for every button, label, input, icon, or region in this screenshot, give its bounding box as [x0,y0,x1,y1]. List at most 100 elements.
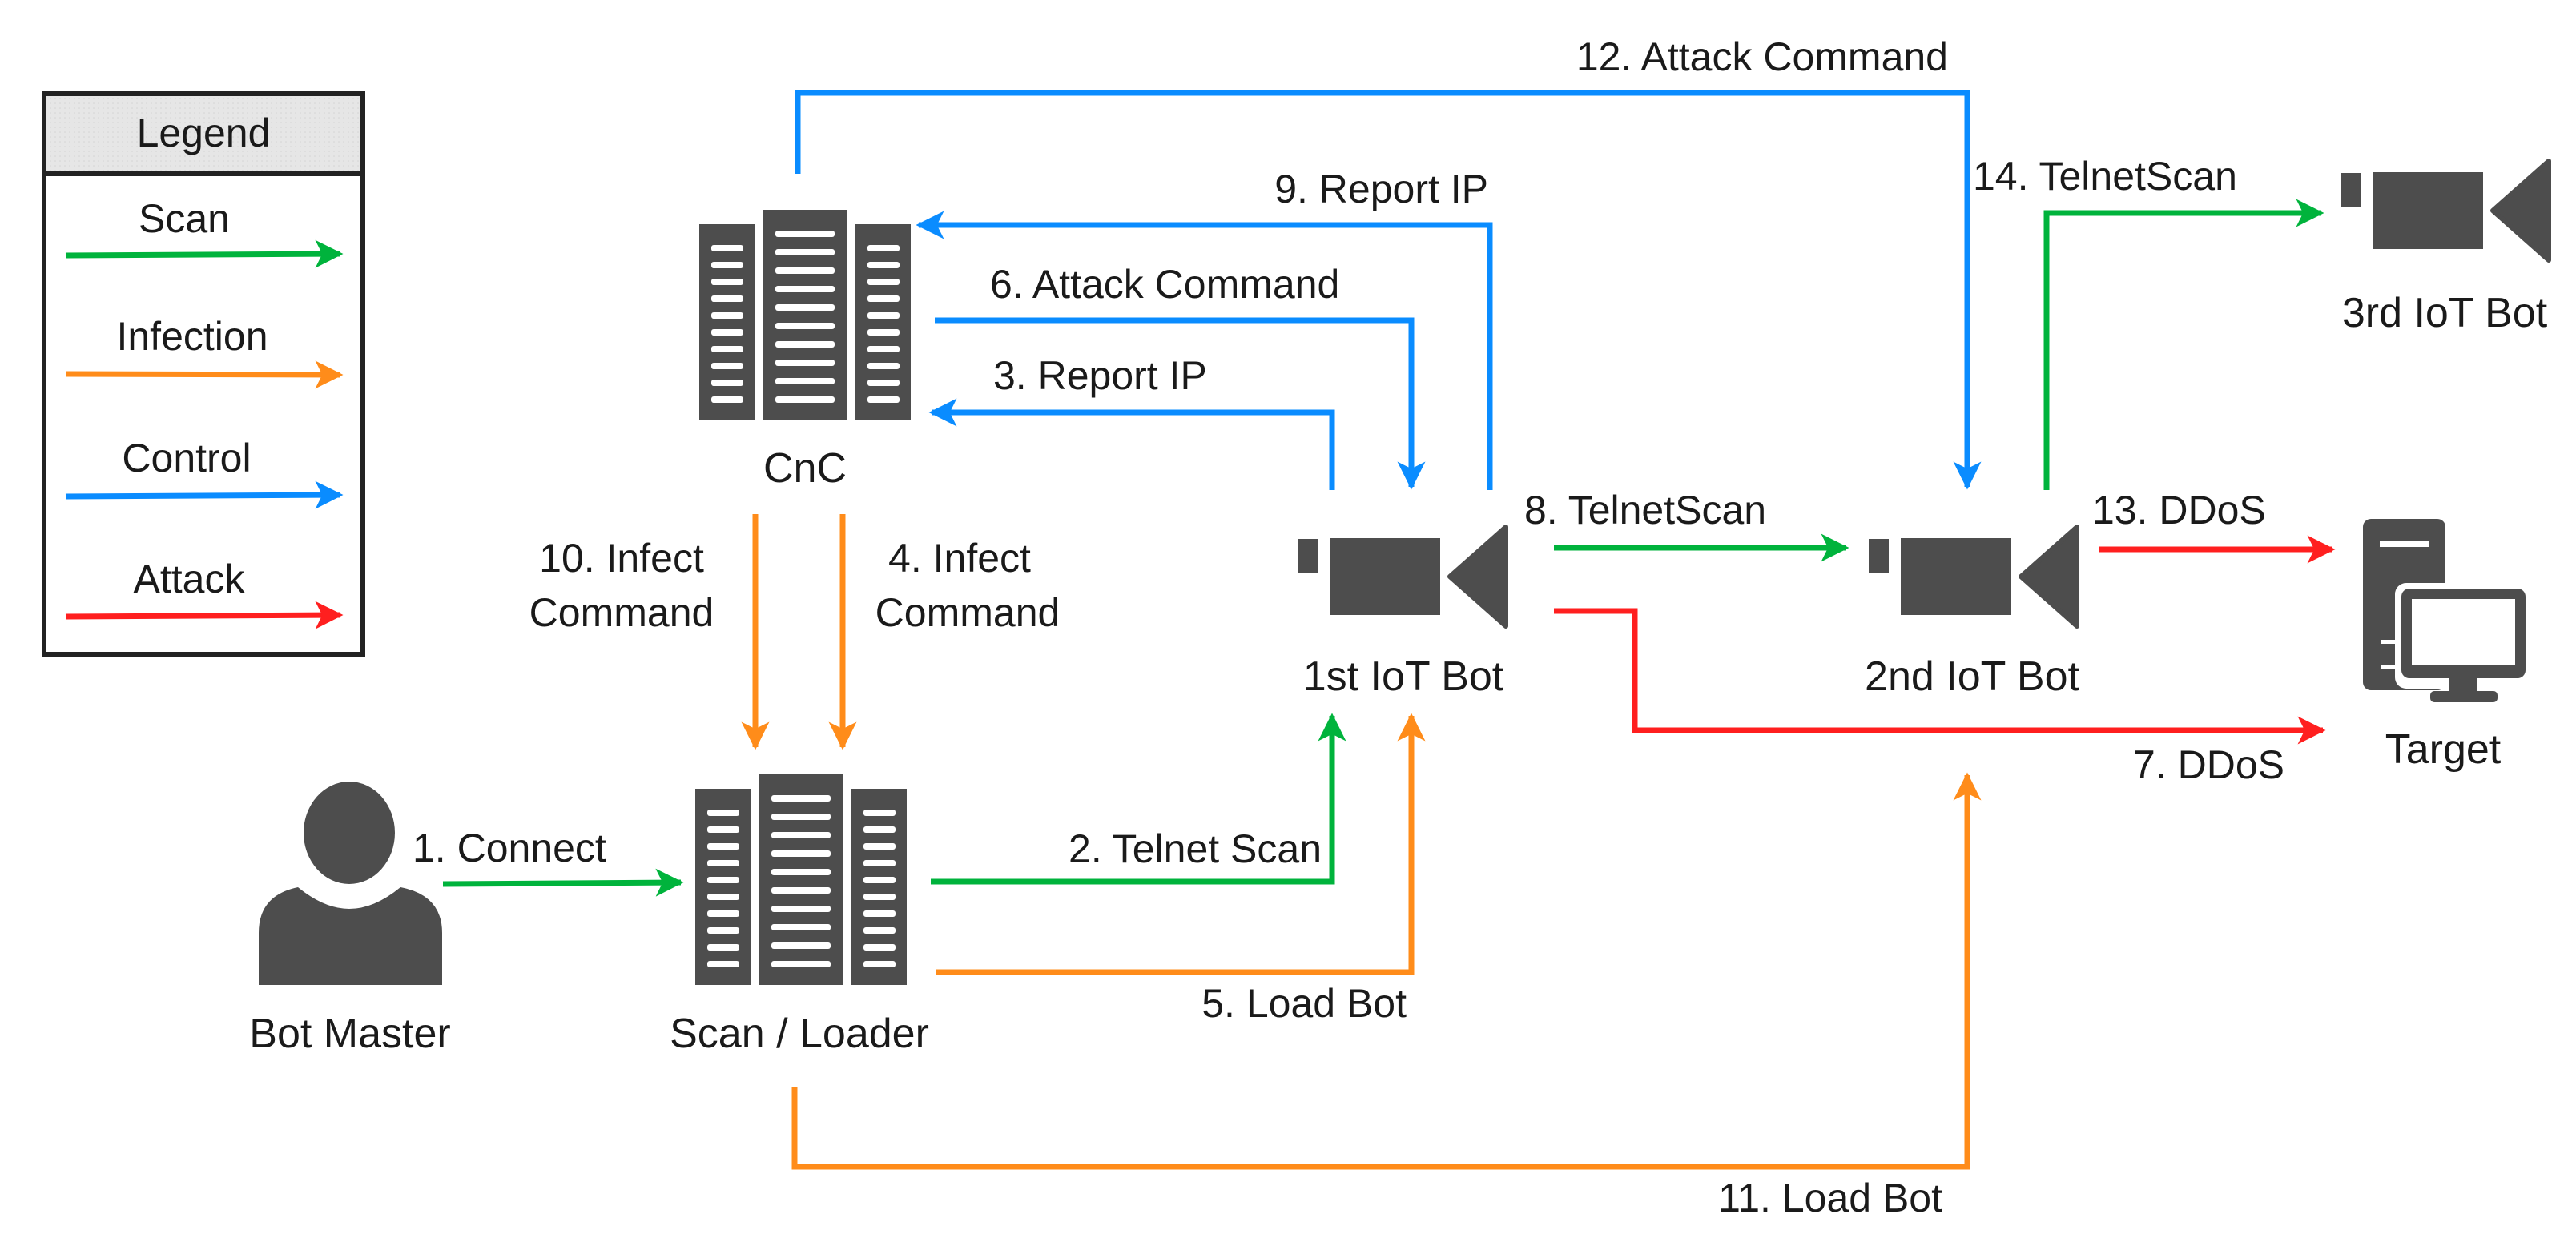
rack-slot [707,894,739,900]
node-scan-loader-label: Scan / Loader [670,1011,929,1057]
legend-label-attack: Attack [134,557,246,601]
rack-slot [711,363,743,369]
edge-5-label: 5. Load Bot [1201,981,1407,1026]
node-1st-iot-bot[interactable]: 1st IoT Bot [1298,525,1508,700]
rack-slot [771,924,831,930]
rack-slot [771,832,831,838]
edge-13-label: 13. DDoS [2092,488,2266,533]
camera-viewfinder [2341,173,2361,207]
rack-slot [863,910,896,917]
rack-slot [771,869,831,875]
node-1st-iot-bot-label: 1st IoT Bot [1303,653,1504,700]
rack-slot [707,810,739,816]
edge-7-line [1554,608,2326,745]
rack-slot [775,323,835,329]
rack-slot [707,910,739,917]
rack-slot [863,927,896,934]
rack-slot [775,341,835,348]
node-3rd-iot-bot-label: 3rd IoT Bot [2342,290,2548,336]
rack-slot [711,380,743,386]
rack-unit [855,224,911,420]
edge-8-telnetscan: 8. TelnetScan [1524,488,1849,562]
edge-3-report-ip: 3. Report IP [928,353,1335,490]
node-cnc[interactable]: CnC [699,210,911,492]
rack-slot [771,850,831,857]
node-scan-loader[interactable]: Scan / Loader [670,774,929,1057]
edge-7-label: 7. DDoS [2133,742,2284,787]
edge-11-label: 11. Load Bot [1718,1176,1942,1220]
edge-14-telnetscan: 14. TelnetScan [1973,154,2324,490]
node-bot-master[interactable]: Bot Master [249,782,451,1057]
rack-slot [775,231,835,237]
node-target[interactable]: Target [2363,519,2531,773]
rack-slot [863,944,896,951]
rack-slot [867,363,900,369]
edge-14-label: 14. TelnetScan [1973,154,2237,199]
node-cnc-label: CnC [763,445,847,492]
edge-5-line [936,713,1426,975]
camera-icon [1298,525,1508,629]
rack-slot [711,329,743,336]
edge-6-label: 6. Attack Command [990,262,1339,307]
rack-slot [863,860,896,866]
camera-body [1330,538,1440,615]
legend-arrow-control [65,480,344,509]
edge-12-label: 12. Attack Command [1576,34,1948,79]
edge-6-attack-command: 6. Attack Command [935,262,1426,490]
rack-unit [759,774,843,985]
edge-9-line [916,211,1493,490]
camera-icon [2341,159,2551,263]
rack-slot [711,346,743,352]
rack-slot [707,877,739,883]
rack-slot [771,795,831,802]
node-bot-master-label: Bot Master [249,1011,450,1057]
camera-viewfinder [1869,539,1889,573]
server-rack-icon [699,210,911,420]
rack-slot [867,279,900,285]
edge-5-load-bot: 5. Load Bot [936,713,1426,1026]
legend-item-scan: Scan [65,196,344,268]
edge-1-label: 1. Connect [413,826,606,870]
rack-slot [707,860,739,866]
rack-slot [771,942,831,949]
edge-9-report-ip: 9. Report IP [916,167,1493,490]
rack-slot [707,843,739,850]
rack-slot [771,887,831,894]
edge-2-line [931,713,1346,885]
legend-arrow-infection [65,360,344,389]
rack-slot [775,304,835,311]
rack-slot [775,286,835,292]
legend-label-infection: Infection [116,314,268,359]
camera-lens [2019,525,2079,629]
legend-title: Legend [137,111,271,155]
rack-slot [775,267,835,274]
rack-unit [699,224,755,420]
server-rack-icon [695,774,907,985]
edge-2-telnet-scan: 2. Telnet Scan [931,713,1346,885]
node-2nd-iot-bot[interactable]: 2nd IoT Bot [1865,525,2079,700]
rack-slot [863,843,896,850]
edge-11-load-bot: 11. Load Bot [791,772,1982,1220]
node-3rd-iot-bot[interactable]: 3rd IoT Bot [2341,159,2551,336]
legend-arrow-scan [65,239,344,268]
rack-slot [711,262,743,268]
edge-12-attack-command: 12. Attack Command [795,34,1982,490]
edge-9-label: 9. Report IP [1274,167,1488,211]
camera-body [1901,538,2011,615]
rack-slot [863,810,896,816]
edge-4-label-line1: 4. Infect [888,536,1031,581]
rack-unit [851,789,907,985]
legend: Legend Scan Infection Control Attack [42,91,365,657]
rack-slot [863,826,896,833]
legend-border [42,91,365,657]
rack-unit [763,210,847,420]
camera-viewfinder [1298,539,1318,573]
rack-slot [867,380,900,386]
rack-slot [707,961,739,967]
rack-slot [863,894,896,900]
edge-2-label: 2. Telnet Scan [1069,826,1322,871]
rack-slot [775,360,835,366]
rack-slot [867,295,900,302]
edge-4-infect-command: 4. Infect Command [828,514,1060,750]
